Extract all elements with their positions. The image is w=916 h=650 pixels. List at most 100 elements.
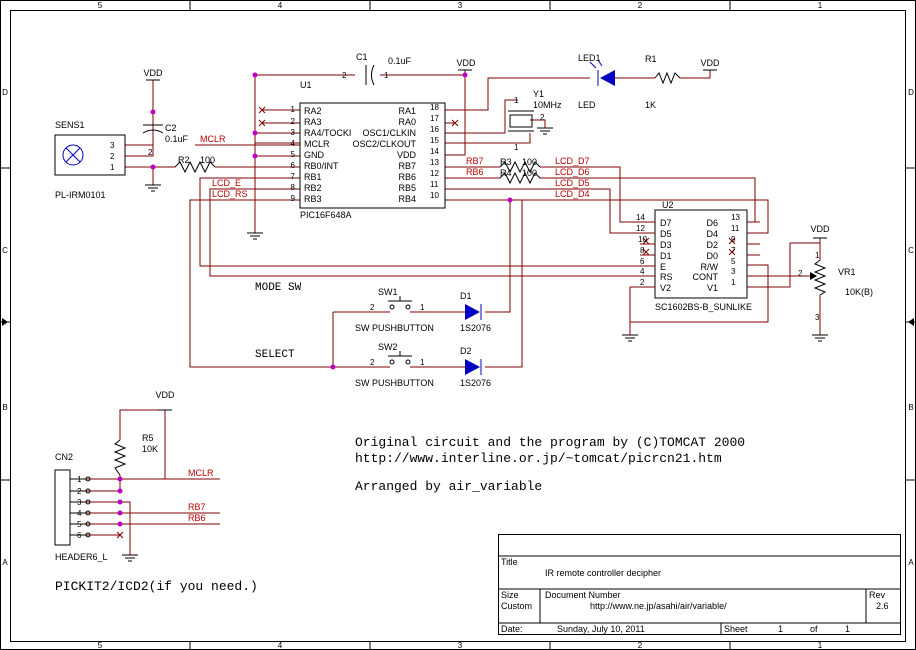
col-label: 5 bbox=[98, 641, 103, 650]
d1-diode: D1 1S2076 bbox=[460, 291, 491, 333]
svg-text:8: 8 bbox=[291, 183, 296, 192]
net-label: RB6 bbox=[188, 513, 206, 523]
svg-text:0.1uF: 0.1uF bbox=[165, 134, 189, 144]
svg-text:HEADER6_L: HEADER6_L bbox=[55, 552, 108, 562]
svg-text:SW PUSHBUTTON: SW PUSHBUTTON bbox=[355, 323, 434, 333]
rev-value: 2.6 bbox=[876, 601, 889, 611]
net-label: LCD_RS bbox=[212, 189, 248, 199]
ground-icon bbox=[247, 232, 263, 240]
ground-icon bbox=[622, 334, 638, 342]
u1-ref: U1 bbox=[300, 80, 312, 90]
sheet-value: 1 bbox=[778, 624, 783, 634]
r3-resistor: R3 100 bbox=[499, 157, 541, 174]
svg-text:11: 11 bbox=[430, 180, 439, 189]
svg-text:LED: LED bbox=[578, 100, 596, 110]
annotations: MODE SW SELECT Original circuit and the … bbox=[55, 282, 745, 594]
svg-text:RA4/TOCKI: RA4/TOCKI bbox=[304, 128, 351, 138]
svg-text:15: 15 bbox=[430, 136, 439, 145]
svg-text:100: 100 bbox=[522, 168, 537, 178]
mode-sw-label: MODE SW bbox=[255, 282, 302, 294]
col-label: 1 bbox=[818, 641, 823, 650]
svg-text:SW PUSHBUTTON: SW PUSHBUTTON bbox=[355, 378, 434, 388]
svg-text:7: 7 bbox=[291, 172, 296, 181]
svg-text:12: 12 bbox=[636, 224, 645, 233]
net-label: LCD_D5 bbox=[555, 178, 590, 188]
pickit-note: PICKIT2/ICD2(if you need.) bbox=[55, 579, 258, 594]
svg-text:1: 1 bbox=[110, 163, 115, 172]
svg-text:12: 12 bbox=[430, 169, 439, 178]
row-label: C bbox=[2, 246, 8, 255]
svg-text:18: 18 bbox=[430, 103, 439, 112]
vdd-label: VDD bbox=[143, 68, 163, 78]
row-label: B bbox=[2, 403, 7, 412]
date-label: Date: bbox=[501, 624, 523, 634]
svg-text:7: 7 bbox=[731, 246, 736, 255]
row-label: A bbox=[2, 558, 8, 567]
svg-text:2: 2 bbox=[110, 152, 115, 161]
svg-text:RA0: RA0 bbox=[398, 117, 416, 127]
svg-text:1: 1 bbox=[384, 71, 389, 80]
svg-text:10: 10 bbox=[430, 191, 439, 200]
credit-original: Original circuit and the program by (C)T… bbox=[355, 435, 745, 450]
svg-text:VDD: VDD bbox=[397, 150, 417, 160]
title-value: IR remote controller decipher bbox=[545, 568, 661, 578]
svg-text:2: 2 bbox=[342, 71, 347, 80]
u1-right-pins: 18 17 16 15 14 13 12 11 10 RA1 RA0 OSC1/… bbox=[352, 103, 439, 204]
svg-text:13: 13 bbox=[731, 213, 740, 222]
svg-text:RB4: RB4 bbox=[398, 194, 416, 204]
svg-text:D7: D7 bbox=[660, 218, 672, 228]
r1-resistor: R1 1K bbox=[645, 54, 681, 110]
junctions bbox=[117, 72, 513, 527]
credit-url: http://www.interline.or.jp/~tomcat/picrc… bbox=[355, 451, 722, 466]
light-rays-icon bbox=[589, 59, 603, 69]
svg-text:14: 14 bbox=[636, 213, 645, 222]
svg-text:R4: R4 bbox=[500, 168, 512, 178]
svg-text:D5: D5 bbox=[660, 229, 672, 239]
svg-text:3: 3 bbox=[291, 128, 296, 137]
svg-text:5: 5 bbox=[291, 150, 296, 159]
svg-text:RA1: RA1 bbox=[398, 106, 416, 116]
svg-text:9: 9 bbox=[291, 194, 296, 203]
ground-icon bbox=[145, 184, 161, 192]
vdd-label: VDD bbox=[155, 390, 175, 400]
col-label: 1 bbox=[818, 1, 823, 10]
svg-text:4: 4 bbox=[291, 139, 296, 148]
svg-text:4: 4 bbox=[77, 509, 82, 518]
svg-text:OSC2/CLKOUT: OSC2/CLKOUT bbox=[352, 139, 416, 149]
sheet-label: Sheet bbox=[724, 624, 748, 634]
svg-text:1: 1 bbox=[514, 96, 519, 105]
vr1-potentiometer: VR1 10K(B) 1 2 3 bbox=[798, 251, 873, 322]
svg-text:5: 5 bbox=[77, 520, 82, 529]
svg-text:3: 3 bbox=[77, 498, 82, 507]
vdd-label: VDD bbox=[810, 224, 830, 234]
r2-resistor: R2 100 bbox=[174, 155, 216, 174]
svg-text:2: 2 bbox=[148, 148, 153, 157]
net-label: MCLR bbox=[200, 134, 226, 144]
svg-text:R/W: R/W bbox=[701, 262, 719, 272]
svg-text:Y1: Y1 bbox=[533, 89, 544, 99]
svg-text:6: 6 bbox=[640, 257, 645, 266]
row-label: B bbox=[908, 403, 913, 412]
svg-text:RB5: RB5 bbox=[398, 183, 416, 193]
svg-text:10: 10 bbox=[638, 235, 647, 244]
col-label: 5 bbox=[98, 1, 103, 10]
svg-text:MCLR: MCLR bbox=[304, 139, 330, 149]
r4-resistor: R4 100 bbox=[499, 168, 541, 185]
svg-text:RB2: RB2 bbox=[304, 183, 322, 193]
svg-text:9: 9 bbox=[731, 235, 736, 244]
title-label: Title bbox=[501, 557, 518, 567]
svg-text:100: 100 bbox=[522, 157, 537, 167]
ground-icon bbox=[812, 334, 828, 342]
svg-text:4: 4 bbox=[640, 267, 645, 276]
svg-text:RS: RS bbox=[660, 272, 673, 282]
ground-icon bbox=[537, 127, 553, 135]
svg-text:3: 3 bbox=[110, 141, 115, 150]
svg-text:1K: 1K bbox=[645, 100, 656, 110]
svg-text:17: 17 bbox=[430, 114, 439, 123]
svg-text:5: 5 bbox=[731, 257, 736, 266]
row-label: A bbox=[908, 558, 914, 567]
svg-text:D0: D0 bbox=[706, 251, 718, 261]
rev-label: Rev bbox=[869, 590, 886, 600]
svg-text:2: 2 bbox=[540, 113, 545, 122]
